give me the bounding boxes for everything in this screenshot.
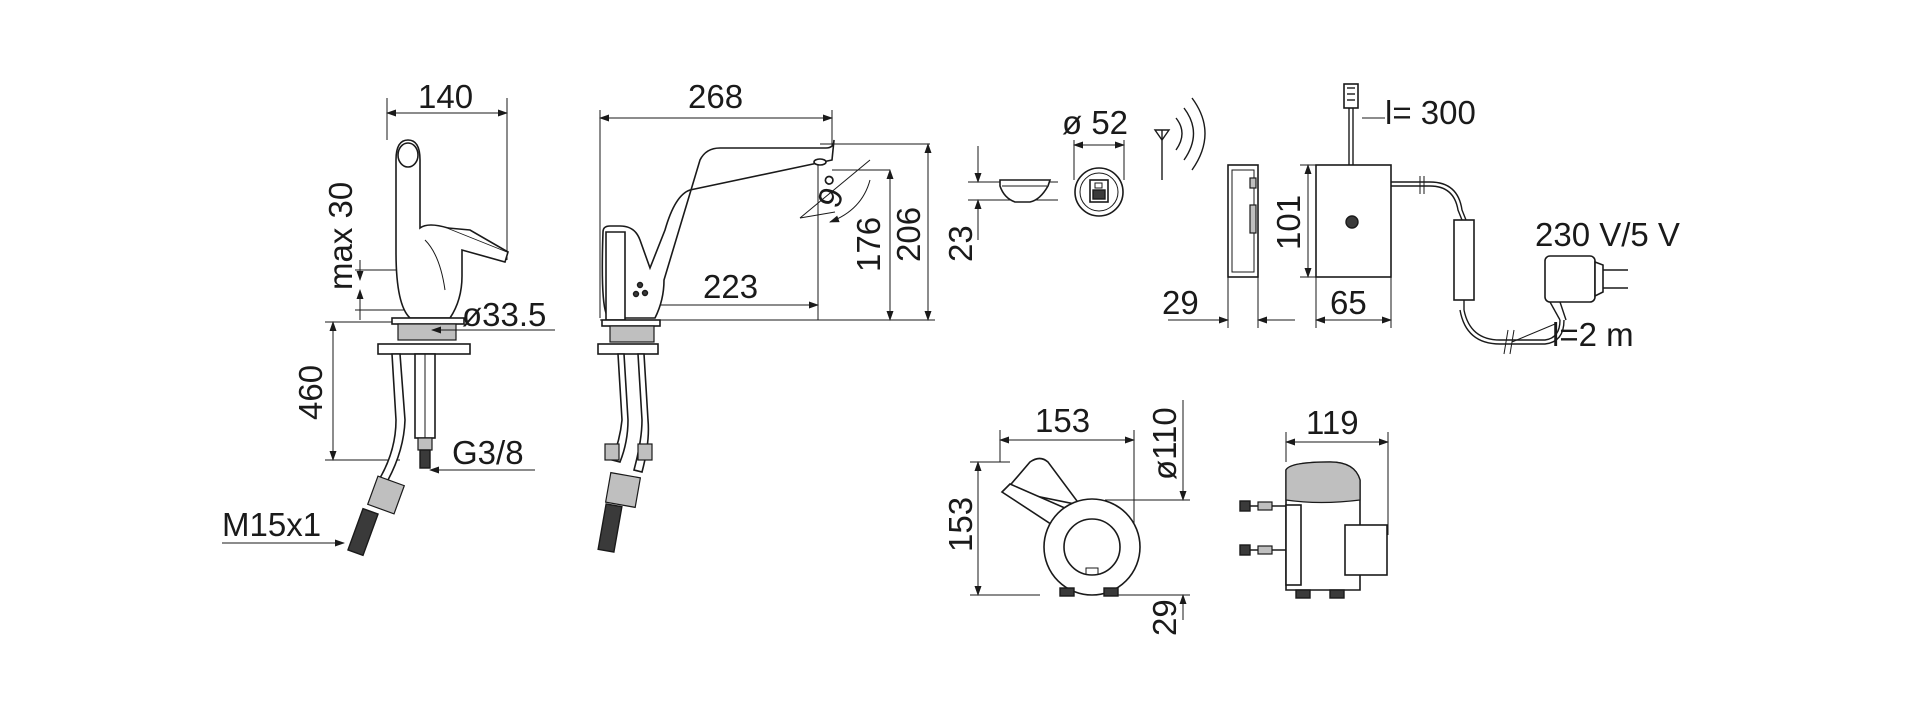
dim-176: 176 — [850, 217, 887, 272]
dim-153-vertical: 153 — [942, 497, 979, 552]
dim-140: 140 — [418, 78, 473, 115]
dim-206: 206 — [890, 207, 927, 262]
sensor-face — [1073, 97, 1206, 217]
dim-29-width: 29 — [1162, 284, 1199, 321]
dim-g3-8: G3/8 — [452, 434, 524, 471]
control-box — [1168, 83, 1628, 355]
mixer-front-view — [222, 98, 555, 557]
dim-101: 101 — [1270, 195, 1307, 250]
dim-diameter-110: ø110 — [1146, 407, 1183, 480]
dim-m15x1: M15x1 — [222, 506, 321, 543]
dim-119: 119 — [1306, 404, 1359, 441]
dim-diameter-52: ø 52 — [1062, 104, 1128, 141]
dim-268: 268 — [688, 78, 743, 115]
dim-voltage: 230 V/5 V — [1535, 216, 1680, 253]
box-top-view — [970, 400, 1190, 620]
dim-max-30: max 30 — [322, 182, 359, 290]
dim-153-horizontal: 153 — [1035, 402, 1090, 439]
mixer-side-view — [597, 110, 935, 553]
box-side-view — [1239, 432, 1389, 599]
dim-l-300: l= 300 — [1385, 94, 1476, 131]
dim-29-height: 29 — [1146, 599, 1183, 636]
dim-angle-9: 9° — [810, 170, 856, 212]
dim-23: 23 — [942, 225, 979, 262]
dimension-labels: 140 max 30 ø33.5 460 G3/8 M15x1 268 223 … — [222, 78, 1680, 636]
dim-460: 460 — [292, 365, 329, 420]
dim-cable-length: l=2 m — [1552, 316, 1634, 353]
dim-223: 223 — [703, 268, 758, 305]
dim-65: 65 — [1330, 284, 1367, 321]
sensor-part — [968, 146, 1058, 240]
dim-diameter-33-5: ø33.5 — [462, 296, 546, 333]
